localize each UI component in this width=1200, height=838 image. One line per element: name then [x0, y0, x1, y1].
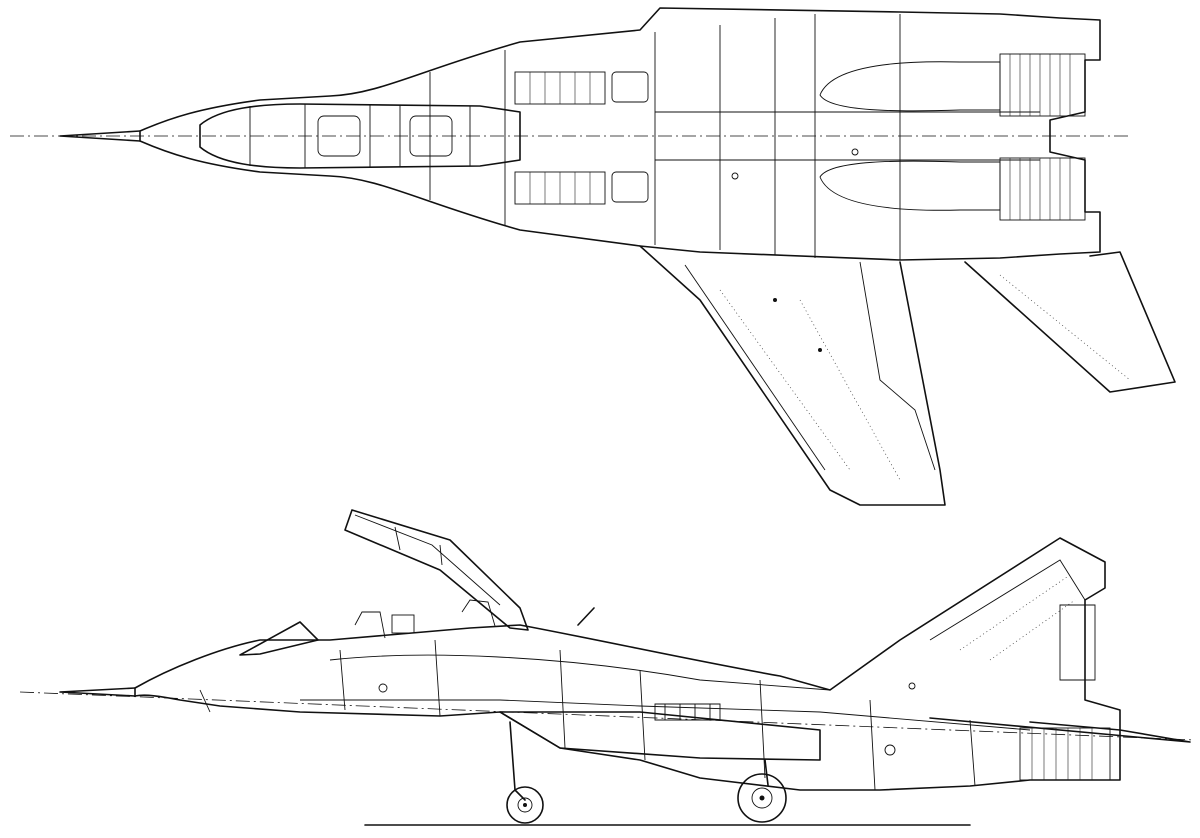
side-panel-lines — [199, 639, 976, 791]
top-marker-4 — [818, 348, 822, 352]
top-view — [10, 7, 1176, 506]
top-tailplane — [964, 251, 1176, 393]
top-marker-1 — [731, 172, 739, 180]
side-exhaust — [1019, 727, 1111, 781]
top-wing-rivet-line-2 — [799, 299, 901, 481]
top-nacelle-upper — [819, 61, 1001, 112]
side-front-seat — [354, 611, 386, 639]
side-centerline — [19, 691, 1196, 741]
side-fin-inner — [929, 559, 1086, 641]
side-main-gear — [737, 759, 787, 823]
top-exhaust-upper — [999, 53, 1086, 117]
side-intake-louvres — [654, 703, 721, 721]
side-tailplane — [929, 717, 1191, 743]
side-antenna — [577, 607, 595, 626]
top-rear-seat — [409, 115, 453, 157]
top-fuselage-outline — [139, 7, 1101, 261]
top-louvre-group-upper — [514, 71, 606, 105]
top-wing-rivet-line-1 — [719, 289, 851, 471]
side-marker-2 — [884, 744, 896, 756]
top-panel-upper — [611, 71, 649, 103]
side-canopy-frame — [354, 514, 501, 606]
side-belly-line — [300, 699, 1031, 731]
side-rear-seat — [461, 599, 496, 627]
side-headrest-1 — [391, 614, 415, 634]
side-fuselage-outline — [134, 537, 1121, 791]
side-marker-3 — [908, 682, 916, 690]
top-exhaust-lower — [999, 157, 1086, 221]
top-marker-3 — [773, 298, 777, 302]
top-louvre-group-lower — [514, 171, 606, 205]
top-panel-lower — [611, 171, 649, 203]
top-front-seat — [317, 115, 361, 157]
side-pitot-probe — [59, 687, 136, 697]
top-panel-lines — [429, 14, 1040, 260]
side-open-canopy — [344, 509, 529, 631]
top-canopy — [199, 103, 521, 169]
top-wing — [639, 245, 946, 506]
top-nacelle-lower — [819, 160, 1001, 211]
side-marker-1 — [378, 683, 388, 693]
side-nose-gear — [506, 721, 544, 824]
top-wing-flap-line — [859, 261, 936, 471]
side-windscreen — [239, 621, 319, 656]
top-wing-leading-edge-line — [684, 264, 826, 471]
side-view — [19, 509, 1196, 826]
side-fin-rivets — [959, 574, 1076, 661]
top-marker-2 — [851, 148, 859, 156]
side-rudder — [1059, 604, 1096, 681]
top-pitot-probe — [59, 130, 141, 142]
top-tailplane-rivets — [999, 274, 1131, 381]
side-dorsal-line — [329, 654, 831, 691]
side-intake — [499, 711, 821, 761]
